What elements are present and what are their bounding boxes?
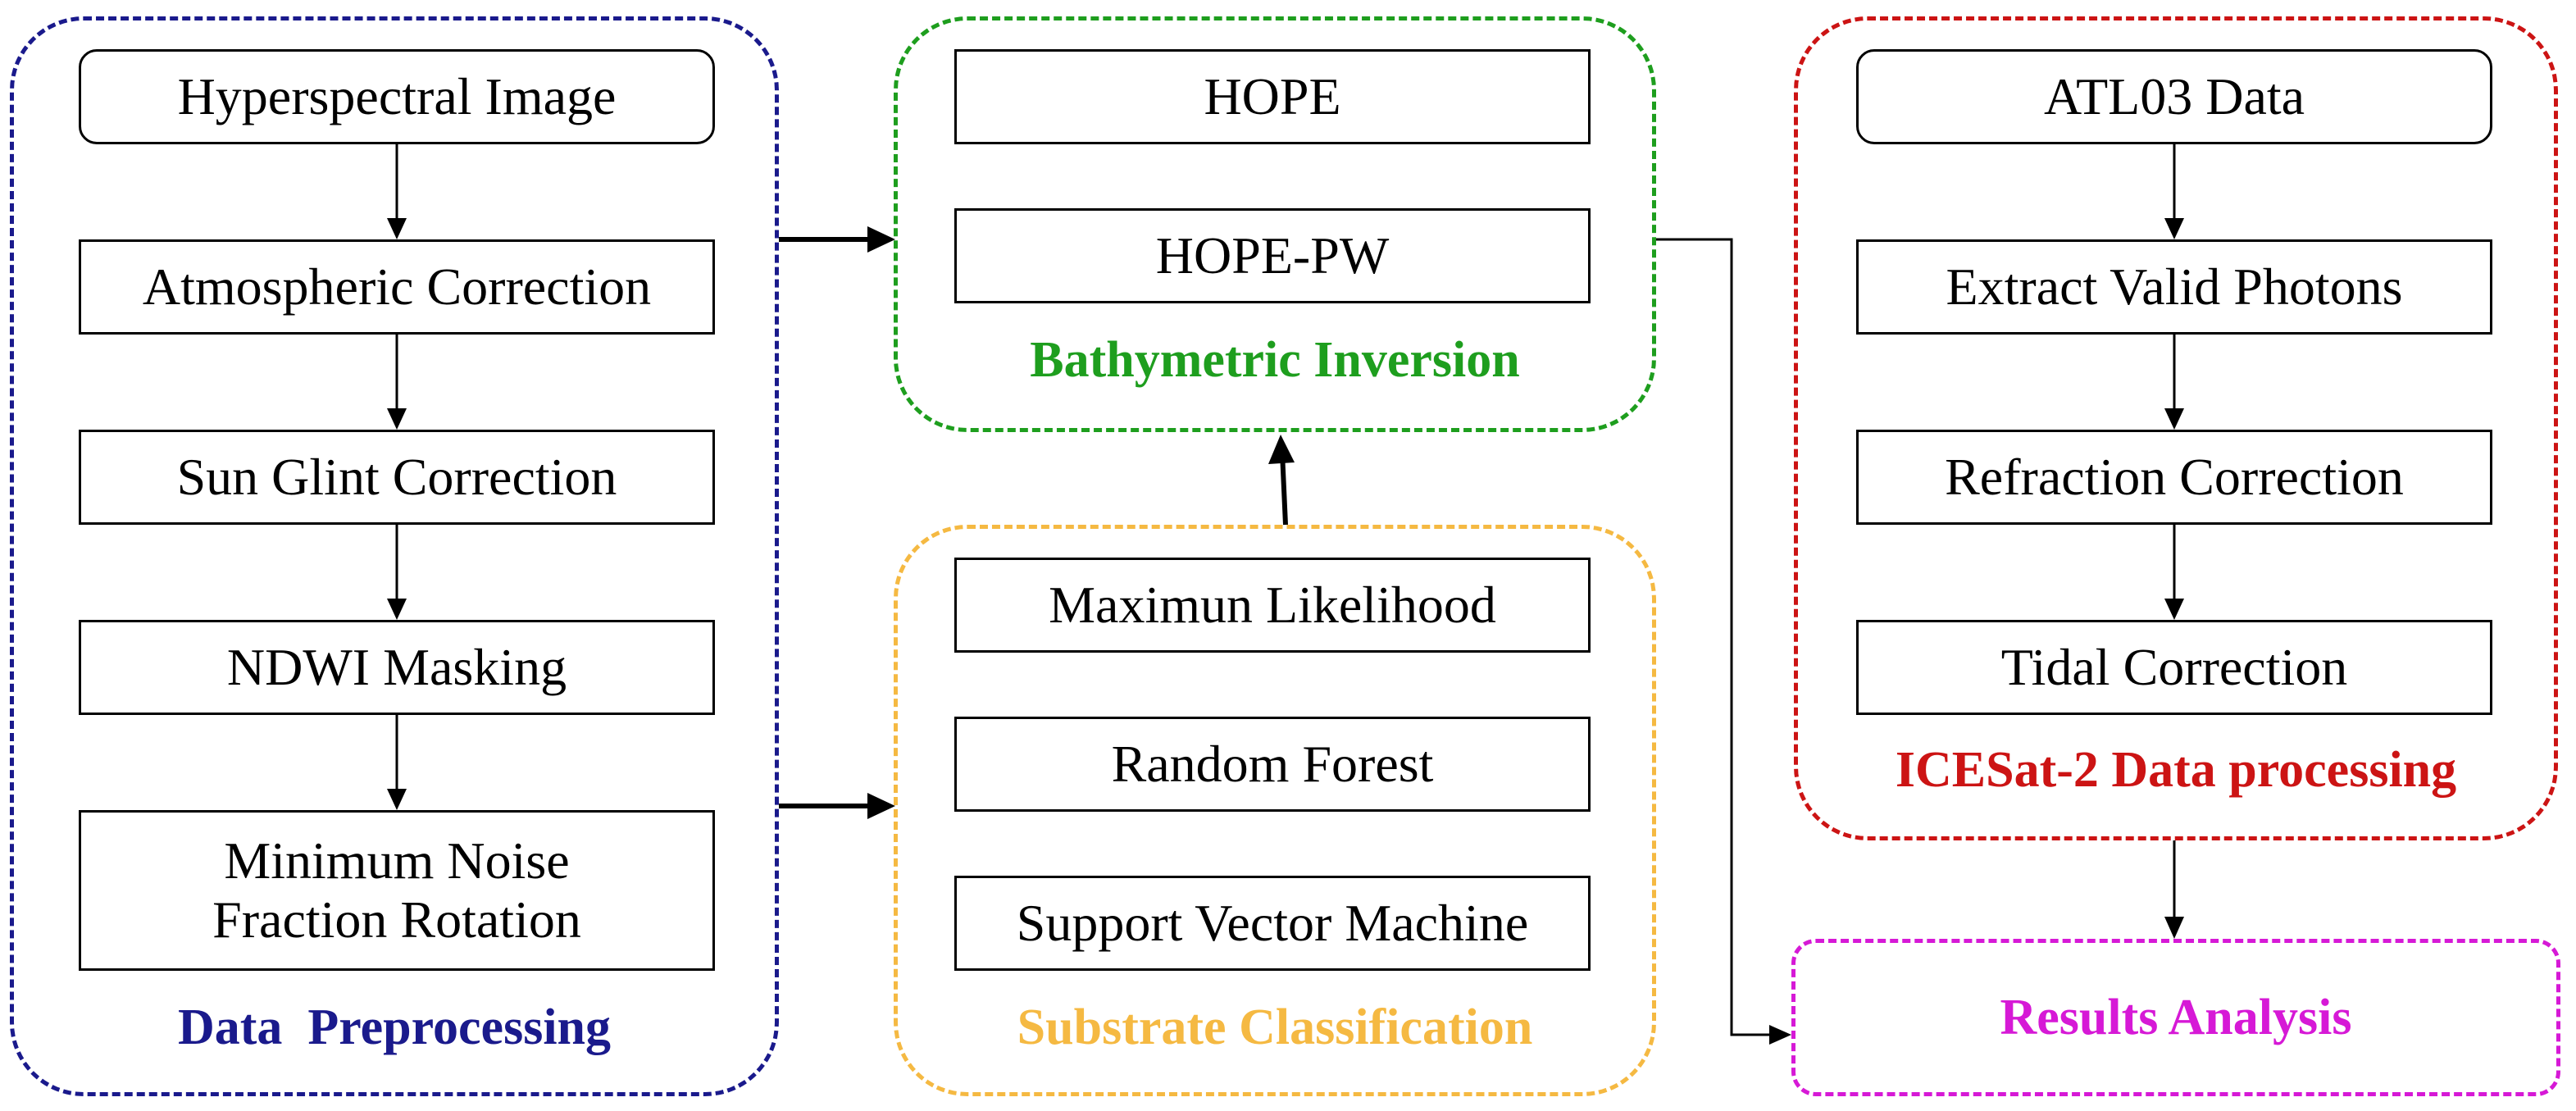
icesat-2-processing-group: [1794, 16, 2558, 840]
maximum-likelihood-node: Maximun Likelihood: [954, 558, 1591, 653]
arrowhead: [867, 226, 895, 253]
sun-glint-correction-node: Sun Glint Correction: [79, 430, 715, 525]
mnf-line-1: Minimum Noise: [224, 831, 570, 890]
arrow-inversion-to-results: [1656, 238, 1775, 1036]
arrowhead: [867, 793, 895, 819]
tidal-correction-node: Tidal Correction: [1856, 620, 2492, 715]
arrowhead: [2164, 408, 2184, 430]
arrowhead: [387, 599, 407, 620]
data-preprocessing-label: Data Preprocessing: [177, 999, 612, 1055]
atl03-data-node: ATL03 Data: [1856, 49, 2492, 144]
bathymetric-inversion-group: [894, 16, 1656, 432]
arrowhead: [1268, 435, 1295, 464]
arrow-classification-to-inversion: [1280, 452, 1288, 526]
support-vector-machine-node: Support Vector Machine: [954, 876, 1591, 971]
ndwi-masking-node: NDWI Masking: [79, 620, 715, 715]
arrowhead: [2164, 917, 2184, 939]
results-analysis-box: [1791, 939, 2560, 1096]
data-preprocessing-group: [10, 16, 779, 1096]
results-analysis-label: Results Analysis: [2000, 990, 2352, 1045]
hyperspectral-image-node: Hyperspectral Image: [79, 49, 715, 144]
extract-valid-photons-node: Extract Valid Photons: [1856, 239, 2492, 335]
refraction-correction-node: Refraction Correction: [1856, 430, 2492, 525]
arrowhead: [1769, 1025, 1791, 1045]
hope-pw-node: HOPE-PW: [954, 208, 1591, 303]
arrowhead: [387, 789, 407, 810]
mnf-rotation-node: Minimum Noise Fraction Rotation: [79, 810, 715, 971]
substrate-classification-group: [894, 525, 1656, 1096]
arrowhead: [387, 218, 407, 239]
hope-node: HOPE: [954, 49, 1591, 144]
arrowhead: [2164, 218, 2184, 239]
substrate-classification-label: Substrate Classification: [1017, 999, 1533, 1055]
random-forest-node: Random Forest: [954, 717, 1591, 812]
bathymetric-inversion-label: Bathymetric Inversion: [1030, 332, 1520, 388]
arrowhead: [387, 408, 407, 430]
icesat-2-processing-label: ICESat-2 Data processing: [1895, 742, 2457, 798]
arrowhead: [2164, 599, 2184, 620]
atmospheric-correction-node: Atmospheric Correction: [79, 239, 715, 335]
mnf-line-2: Fraction Rotation: [212, 890, 581, 949]
